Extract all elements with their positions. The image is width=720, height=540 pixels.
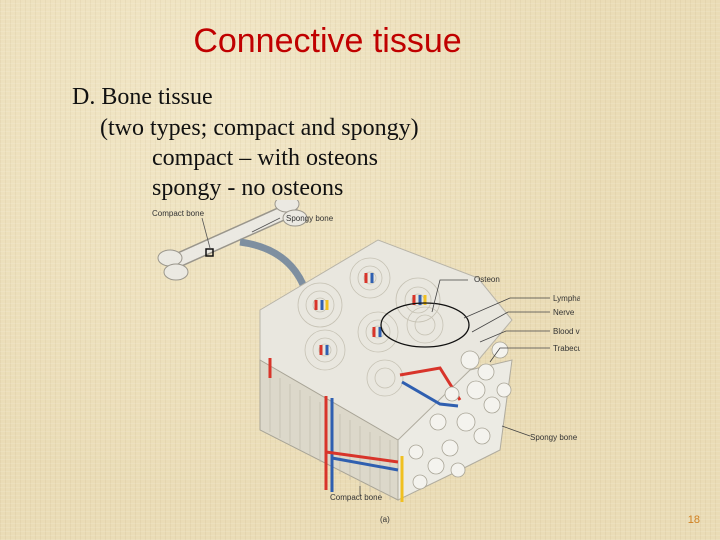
label-compact-bone-top: Compact bone <box>152 209 205 218</box>
label-osteon: Osteon <box>474 275 500 284</box>
page-number: 18 <box>687 514 700 526</box>
osteon-highlight <box>380 302 470 348</box>
bullet-spongy: spongy - no osteons <box>152 175 344 201</box>
bullet-compact: compact – with osteons <box>152 145 378 171</box>
label-panel-letter: (a) <box>380 515 390 524</box>
label-nerve: Nerve <box>553 308 575 317</box>
label-blood-vessels: Blood vessels <box>553 327 580 336</box>
label-lymphatic-vessel: Lymphatic vessel <box>553 294 580 303</box>
long-bone-icon <box>157 200 308 281</box>
slide-title: Connective tissue <box>193 22 462 60</box>
label-trabeculae: Trabeculae <box>553 344 580 353</box>
bone-structure-diagram: Compact bone Spongy bone Osteon Lymphati… <box>152 200 580 524</box>
bullet-bone-tissue: D. Bone tissue <box>72 84 213 110</box>
bullet-two-types: (two types; compact and spongy) <box>100 115 419 141</box>
label-spongy-bone-top: Spongy bone <box>286 214 334 223</box>
label-spongy-bone-side: Spongy bone <box>530 433 578 442</box>
label-compact-bone-bottom: Compact bone <box>330 493 383 502</box>
zoom-box-icon <box>205 248 214 257</box>
